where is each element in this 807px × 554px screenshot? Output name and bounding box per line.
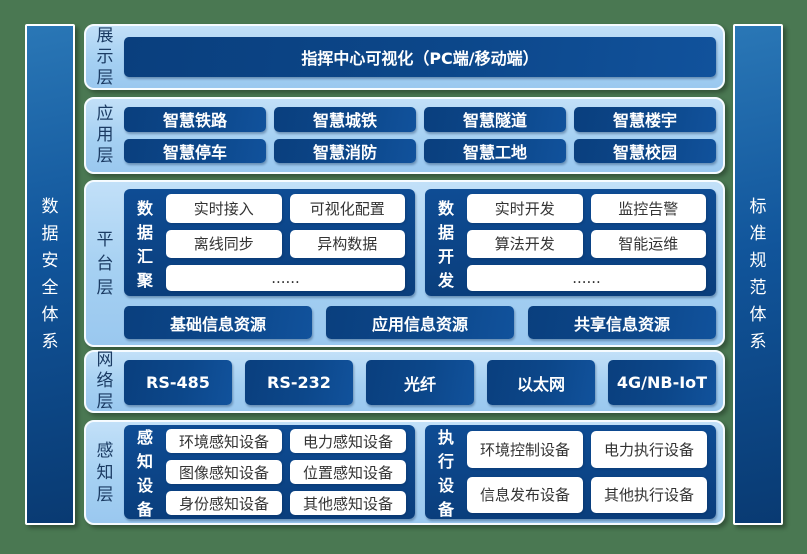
execution-devices-group: 执行设备 环境控制设备 电力执行设备 信息发布设备 其他执行设备 (425, 425, 716, 519)
sidebar-standards-label: 标准规范体系 (749, 196, 767, 352)
layer-label-platform: 平台层 (86, 182, 124, 345)
sidebar-data-security: 数据安全体系 (25, 24, 75, 525)
device-item: 环境感知设备 (166, 429, 282, 453)
resource-box: 基础信息资源 (124, 306, 312, 339)
platform-item: 异构数据 (289, 229, 405, 259)
platform-item: 可视化配置 (289, 194, 405, 223)
layer-panel-display: 展示层 指挥中心可视化（PC端/移动端） (84, 24, 725, 90)
device-item: 位置感知设备 (290, 460, 406, 484)
data-aggregation-group: 数据汇聚 实时接入 可视化配置 离线同步 异构数据 ...... (124, 189, 415, 296)
display-layer-content: 指挥中心可视化（PC端/移动端） (124, 26, 723, 88)
platform-item: 智能运维 (590, 229, 706, 259)
device-item: 电力感知设备 (290, 429, 406, 453)
layer-label-application: 应用层 (86, 99, 124, 172)
layer-label-application-text: 应用层 (96, 104, 114, 166)
command-center-box: 指挥中心可视化（PC端/移动端） (124, 37, 716, 77)
data-development-group: 数据开发 实时开发 监控告警 算法开发 智能运维 ...... (425, 189, 716, 296)
app-box: 智慧校园 (574, 138, 716, 163)
device-item: 信息发布设备 (467, 476, 583, 513)
app-box: 智慧城铁 (274, 107, 416, 132)
sensing-devices-items: 环境感知设备 电力感知设备 图像感知设备 位置感知设备 身份感知设备 其他感知设… (166, 425, 415, 519)
device-item: 其他感知设备 (290, 491, 406, 515)
device-item: 其他执行设备 (591, 476, 707, 513)
platform-item: 实时开发 (467, 194, 583, 223)
app-box: 智慧楼宇 (574, 107, 716, 132)
application-layer-content: 智慧铁路 智慧城铁 智慧隧道 智慧楼宇 智慧停车 智慧消防 智慧工地 智慧校园 (124, 99, 723, 172)
perception-layer-content: 感知设备 环境感知设备 电力感知设备 图像感知设备 位置感知设备 身份感知设备 … (124, 422, 723, 523)
layer-panel-network: 网络层 RS-485 RS-232 光纤 以太网 4G/NB-IoT (84, 350, 725, 413)
layer-label-perception-text: 感知层 (96, 440, 114, 505)
network-box: 4G/NB-IoT (608, 360, 716, 405)
network-box: RS-485 (124, 360, 232, 405)
network-box: 以太网 (487, 360, 595, 405)
data-aggregation-label-text: 数据汇聚 (136, 198, 153, 290)
layer-label-display-text: 展示层 (96, 25, 114, 88)
app-box: 智慧工地 (424, 138, 566, 163)
data-aggregation-label: 数据汇聚 (124, 189, 166, 296)
layer-panel-platform: 平台层 数据汇聚 实时接入 可视化配置 离线同步 异构数据 ...... (84, 180, 725, 347)
data-aggregation-items: 实时接入 可视化配置 离线同步 异构数据 ...... (166, 189, 415, 296)
platform-item: 实时接入 (166, 194, 282, 223)
device-item: 身份感知设备 (166, 491, 282, 515)
platform-item: 离线同步 (166, 229, 282, 259)
resource-box: 共享信息资源 (528, 306, 716, 339)
sensing-devices-group: 感知设备 环境感知设备 电力感知设备 图像感知设备 位置感知设备 身份感知设备 … (124, 425, 415, 519)
platform-layer-content: 数据汇聚 实时接入 可视化配置 离线同步 异构数据 ...... 数据开发 (124, 182, 723, 345)
device-item: 图像感知设备 (166, 460, 282, 484)
device-item: 环境控制设备 (467, 431, 583, 468)
app-box: 智慧消防 (274, 138, 416, 163)
layer-label-network: 网络层 (86, 350, 124, 412)
execution-devices-label: 执行设备 (425, 425, 467, 519)
info-resources-row: 基础信息资源 应用信息资源 共享信息资源 (124, 306, 716, 339)
layer-panel-perception: 感知层 感知设备 环境感知设备 电力感知设备 图像感知设备 位置感知设备 身份感… (84, 420, 725, 525)
platform-item-more: ...... (467, 265, 706, 291)
layer-label-network-text: 网络层 (96, 350, 114, 412)
execution-devices-label-text: 执行设备 (437, 428, 454, 519)
execution-devices-items: 环境控制设备 电力执行设备 信息发布设备 其他执行设备 (467, 425, 716, 519)
platform-item: 监控告警 (590, 194, 706, 223)
platform-groups: 数据汇聚 实时接入 可视化配置 离线同步 异构数据 ...... 数据开发 (124, 189, 716, 296)
network-box: 光纤 (366, 360, 474, 405)
network-layer-content: RS-485 RS-232 光纤 以太网 4G/NB-IoT (124, 352, 723, 411)
data-development-label-text: 数据开发 (437, 198, 454, 290)
layer-panel-application: 应用层 智慧铁路 智慧城铁 智慧隧道 智慧楼宇 智慧停车 智慧消防 智慧工地 智… (84, 97, 725, 174)
layer-label-perception: 感知层 (86, 422, 124, 523)
platform-item-more: ...... (166, 265, 405, 291)
data-development-label: 数据开发 (425, 189, 467, 296)
platform-item: 算法开发 (467, 229, 583, 259)
resource-box: 应用信息资源 (326, 306, 514, 339)
network-box: RS-232 (245, 360, 353, 405)
sensing-devices-label: 感知设备 (124, 425, 166, 519)
data-development-items: 实时开发 监控告警 算法开发 智能运维 ...... (467, 189, 716, 296)
layer-label-platform-text: 平台层 (96, 229, 114, 298)
app-box: 智慧停车 (124, 138, 266, 163)
sidebar-data-security-label: 数据安全体系 (41, 196, 59, 352)
sidebar-standards: 标准规范体系 (733, 24, 783, 525)
device-item: 电力执行设备 (591, 431, 707, 468)
layer-label-display: 展示层 (86, 26, 124, 88)
app-box: 智慧隧道 (424, 107, 566, 132)
sensing-devices-label-text: 感知设备 (136, 428, 153, 519)
app-box: 智慧铁路 (124, 107, 266, 132)
